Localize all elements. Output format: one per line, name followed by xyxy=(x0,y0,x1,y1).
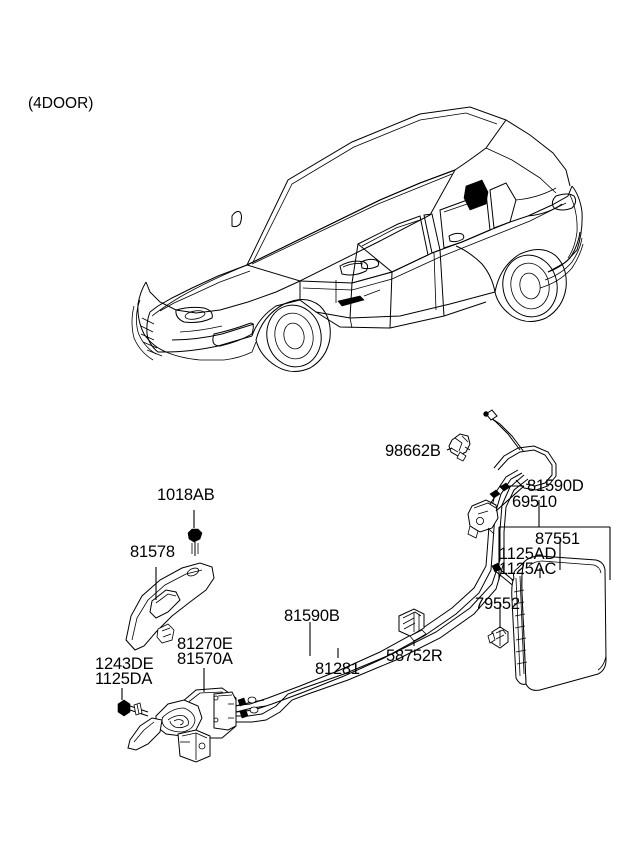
part-label-81590b: 81590B xyxy=(284,607,340,625)
leader-98662b xyxy=(446,447,453,451)
part-label-87551: 87551 xyxy=(535,530,580,548)
door-sill-cable-marker xyxy=(337,295,365,307)
part-label-98662b: 98662B xyxy=(385,442,441,460)
part-label-1125da: 1125DA xyxy=(95,670,153,688)
part-label-81570a: 81570A xyxy=(177,650,233,668)
lever-mounting-bolt-1243de xyxy=(117,699,149,717)
fuel-door-hinge-clip-79552 xyxy=(487,626,509,649)
release-handle-trim-81578 xyxy=(125,562,215,651)
fuel-filler-door-panel-87551 xyxy=(511,555,607,691)
part-label-1018ab: 1018AB xyxy=(157,486,215,504)
part-label-1125ac: 1125AC xyxy=(499,560,557,578)
leader-81590d-a xyxy=(495,485,525,512)
part-label-79552: 79552 xyxy=(475,595,520,613)
part-label-81281: 81281 xyxy=(315,660,360,678)
part-label-81578: 81578 xyxy=(130,543,175,561)
cable-upper-branch xyxy=(483,409,557,491)
part-label-81590d: 81590D xyxy=(527,477,584,495)
handle-cap-nut-1018ab xyxy=(187,528,203,556)
fuel-door-marker xyxy=(463,179,489,211)
part-label-1243de: 1243DE xyxy=(95,655,154,673)
part-label-69510: 69510 xyxy=(512,493,557,511)
diagram-title: (4DOOR) xyxy=(28,95,94,112)
part-label-81270e: 81270E xyxy=(177,635,233,653)
release-lever-assembly-81270e xyxy=(127,687,267,763)
part-label-58752r: 58752R xyxy=(386,647,443,665)
cable-clip-58752r xyxy=(398,608,427,642)
part-label-1125ad: 1125AD xyxy=(499,545,557,563)
opener-actuator-69510 xyxy=(467,482,511,539)
cable-grommet-clip-98662b xyxy=(448,433,471,462)
